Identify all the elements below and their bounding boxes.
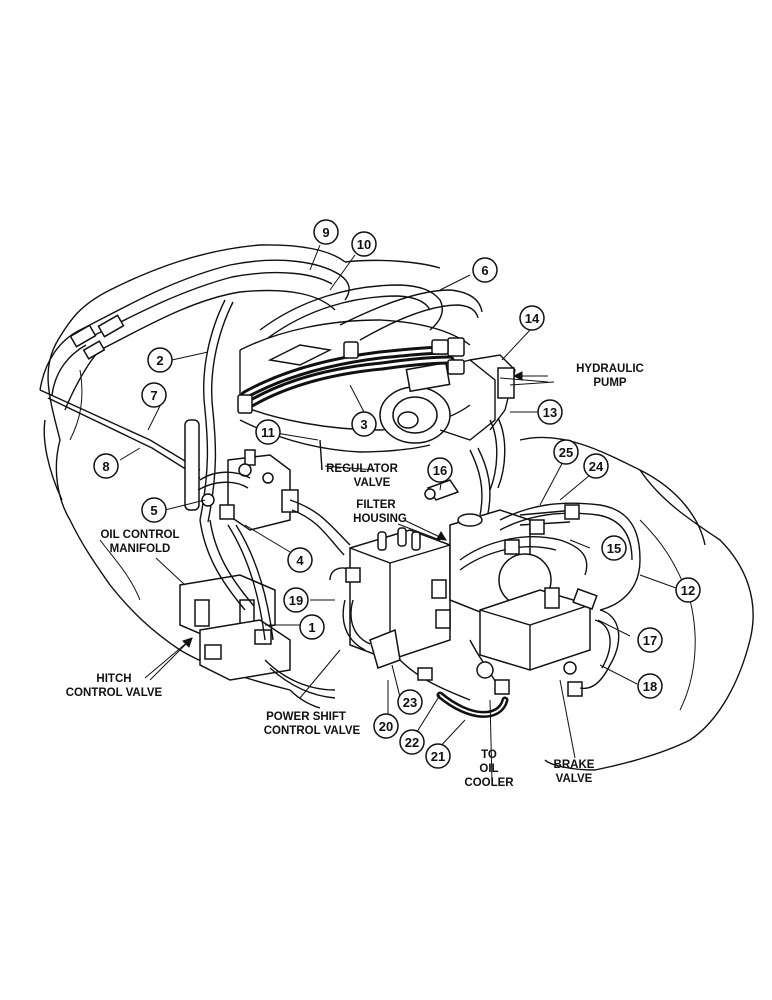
svg-text:15: 15 [607,541,621,556]
callout-1: 1 [299,614,325,640]
svg-text:4: 4 [296,553,304,568]
brake-valve-part [479,587,598,697]
svg-text:PUMP: PUMP [593,377,627,389]
svg-text:13: 13 [543,405,557,420]
svg-text:14: 14 [525,311,540,326]
left-fittings [39,314,201,479]
svg-text:18: 18 [643,679,657,694]
svg-text:MANIFOLD: MANIFOLD [110,543,171,555]
manifold-and-hitch-valve [179,519,336,699]
svg-text:23: 23 [403,695,417,710]
callout-14: 14 [519,305,545,331]
regulator-valve-part [197,419,431,556]
tube-2 [184,299,234,523]
callout-16: 16 [427,457,453,483]
label-to-oil-cooler: TO OIL COOLER [464,749,514,789]
svg-text:6: 6 [481,263,488,278]
callout-13: 13 [537,399,563,425]
svg-text:8: 8 [102,459,109,474]
svg-text:POWER SHIFT: POWER SHIFT [266,711,346,723]
callout-15: 15 [601,535,627,561]
svg-text:19: 19 [289,593,303,608]
oil-cooler-lines [399,639,510,718]
label-oil-control-manifold: OIL CONTROL MANIFOLD [100,529,179,555]
label-filter-housing: FILTER HOUSING [353,499,407,525]
svg-text:9: 9 [322,225,329,240]
pump-area [239,319,516,444]
callout-18: 18 [637,673,663,699]
svg-text:VALVE: VALVE [556,773,593,785]
callout-2: 2 [147,347,173,373]
svg-text:16: 16 [433,463,447,478]
svg-text:7: 7 [150,388,157,403]
callout-6: 6 [472,257,498,283]
svg-text:OIL CONTROL: OIL CONTROL [100,529,179,541]
label-power-shift-control-valve: POWER SHIFT CONTROL VALVE [264,711,361,737]
callout-21: 21 [425,743,451,769]
svg-text:CONTROL VALVE: CONTROL VALVE [66,687,163,699]
callouts: 1 2 3 4 5 6 7 8 9 10 11 12 13 14 15 16 1… [93,219,701,769]
svg-text:FILTER: FILTER [356,499,396,511]
callout-24: 24 [583,453,609,479]
label-arrows [149,371,548,681]
callout-22: 22 [399,729,425,755]
upper-tube-bundle [39,259,483,411]
svg-text:17: 17 [643,633,657,648]
svg-text:VALVE: VALVE [354,477,391,489]
callout-17: 17 [637,627,663,653]
top-fittings [237,337,465,414]
svg-text:11: 11 [261,425,275,440]
svg-text:HITCH: HITCH [96,673,131,685]
svg-text:TO: TO [481,749,497,761]
svg-text:21: 21 [431,749,445,764]
callout-23: 23 [397,689,423,715]
svg-text:12: 12 [681,583,695,598]
callout-9: 9 [313,219,339,245]
callout-20: 20 [373,713,399,739]
svg-text:HYDRAULIC: HYDRAULIC [576,363,644,375]
callout-11: 11 [255,419,281,445]
svg-text:CONTROL VALVE: CONTROL VALVE [264,725,361,737]
svg-text:OIL: OIL [479,763,498,775]
callout-19: 19 [283,587,309,613]
label-hitch-control-valve: HITCH CONTROL VALVE [66,673,163,699]
label-regulator-valve: REGULATOR VALVE [326,463,398,489]
power-shift-valve-part [329,527,451,669]
svg-text:3: 3 [360,417,367,432]
callout-10: 10 [351,231,377,257]
svg-text:BRAKE: BRAKE [554,759,595,771]
callout-12: 12 [675,577,701,603]
filter-housing-part [449,417,552,613]
svg-text:1: 1 [308,620,315,635]
callout-25: 25 [553,439,579,465]
svg-text:20: 20 [379,719,393,734]
svg-text:COOLER: COOLER [464,777,514,789]
hose-3 [240,345,455,410]
svg-text:HOUSING: HOUSING [353,513,407,525]
callout-3: 3 [351,411,377,437]
callout-4: 4 [287,547,313,573]
svg-text:2: 2 [156,353,163,368]
svg-text:25: 25 [559,445,573,460]
label-hydraulic-pump: HYDRAULIC PUMP [576,363,644,389]
right-tubes [459,502,641,690]
svg-text:10: 10 [357,237,371,252]
svg-text:5: 5 [150,503,157,518]
label-brake-valve: BRAKE VALVE [554,759,595,785]
svg-text:22: 22 [405,735,419,750]
transmission-housing [43,244,754,771]
callout-8: 8 [93,453,119,479]
svg-text:24: 24 [589,459,604,474]
callout-5: 5 [141,497,167,523]
leader-lines [119,244,677,783]
fitting-16-part [424,479,460,501]
callout-7: 7 [141,382,167,408]
svg-text:REGULATOR: REGULATOR [326,463,398,475]
